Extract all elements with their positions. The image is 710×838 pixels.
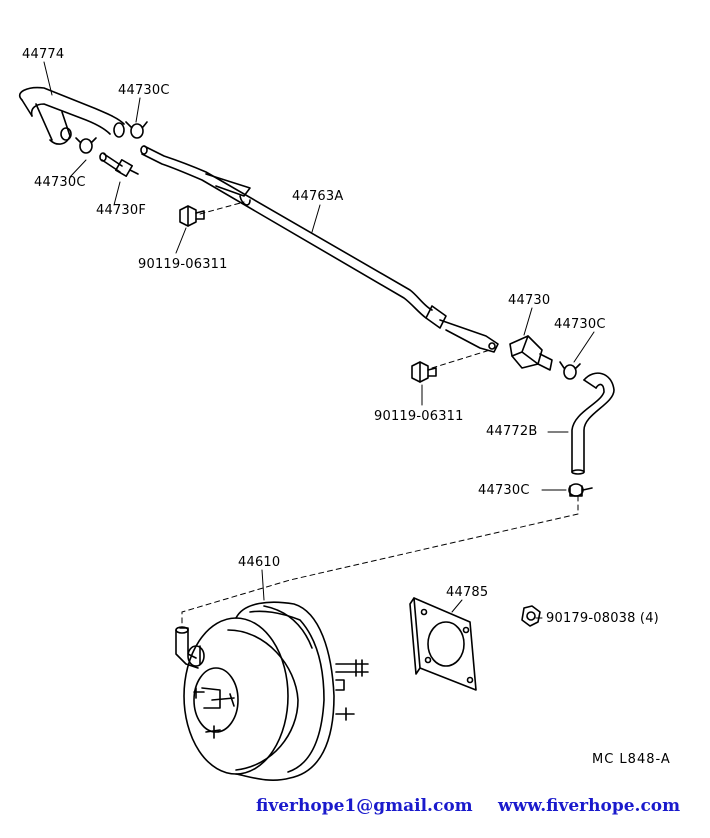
footer-website: www.fiverhope.com xyxy=(498,796,681,816)
label-44730F: 44730F xyxy=(96,203,147,218)
label-44610: 44610 xyxy=(238,555,281,570)
label-44730C-top: 44730C xyxy=(118,83,170,98)
booster-44610-drawing xyxy=(175,601,369,781)
valve-44730-drawing xyxy=(509,335,553,371)
bolt-lower-drawing xyxy=(411,361,437,383)
clamp-valve-drawing xyxy=(559,361,581,380)
label-44772B: 44772B xyxy=(486,424,538,439)
label-90119-upper: 90119-06311 xyxy=(138,257,228,272)
label-90119-lower: 90119-06311 xyxy=(374,409,464,424)
label-90179: 90179-08038 (4) xyxy=(546,611,659,626)
label-44730C-valve: 44730C xyxy=(554,317,606,332)
bolt-upper-drawing xyxy=(179,205,205,227)
leader-lines xyxy=(43,61,595,619)
label-44785: 44785 xyxy=(446,585,489,600)
fitting-44730F-drawing xyxy=(99,152,139,177)
label-44730C-lower: 44730C xyxy=(478,483,530,498)
label-44730C-left: 44730C xyxy=(34,175,86,190)
pipe-44763A-drawing xyxy=(140,145,499,353)
clamp-upper-drawing xyxy=(75,121,148,154)
dashed-lines xyxy=(181,201,579,629)
hose-44774-drawing xyxy=(19,86,125,145)
drawing-code: MC L848-A xyxy=(592,752,671,767)
clamp-lower-drawing xyxy=(568,483,593,497)
hose-44772B-drawing xyxy=(571,372,615,475)
label-44730: 44730 xyxy=(508,293,551,308)
label-44763A: 44763A xyxy=(292,189,344,204)
footer-email: fiverhope1@gmail.com xyxy=(256,796,473,816)
label-44774: 44774 xyxy=(22,47,65,62)
nut-drawing xyxy=(521,605,541,627)
gasket-44785-drawing xyxy=(409,597,477,691)
